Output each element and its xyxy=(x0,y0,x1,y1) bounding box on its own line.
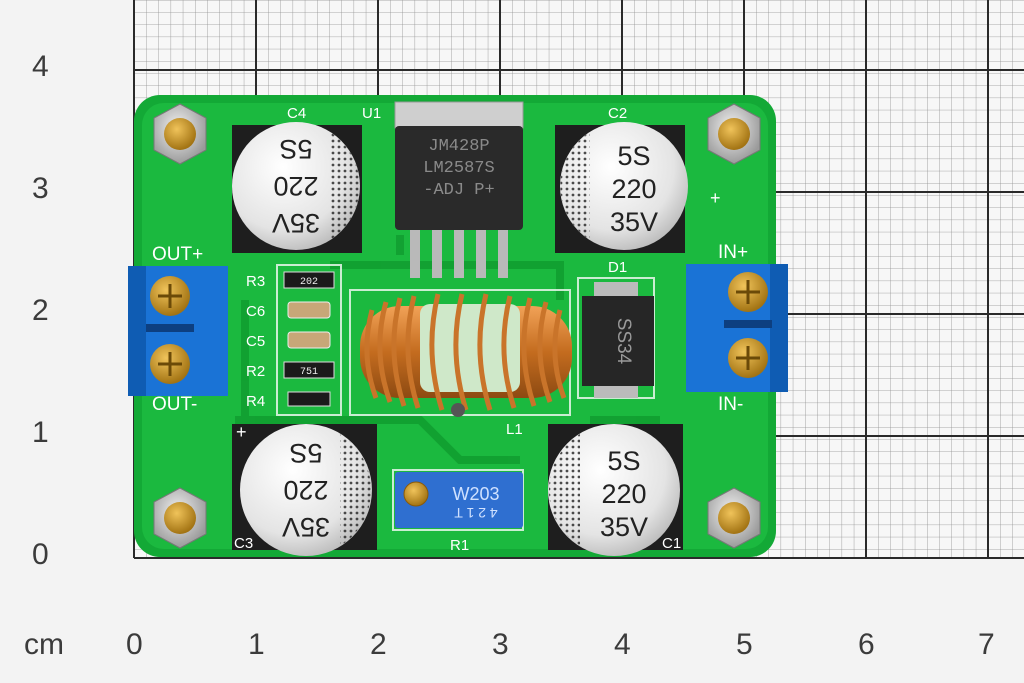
label-c6: C6 xyxy=(246,303,265,320)
c3-marking-1: 220 xyxy=(283,475,328,505)
capacitor-c1: 5S 220 35V xyxy=(548,424,683,556)
label-r2: R2 xyxy=(246,363,265,380)
pot-marking-1: W203 xyxy=(452,484,499,504)
label-c4: C4 xyxy=(287,105,306,122)
label-out-plus: OUT+ xyxy=(152,244,203,265)
mounting-screw-bottom-left xyxy=(153,487,207,549)
smd-components: 202 751 xyxy=(283,271,335,407)
x-tick-5: 5 xyxy=(736,628,753,661)
label-c3: C3 xyxy=(234,535,253,552)
c4-marking-2: 5S xyxy=(279,134,312,164)
x-tick-4: 4 xyxy=(614,628,631,661)
terminal-block-out xyxy=(128,266,228,396)
y-tick-1: 1 xyxy=(32,416,49,449)
c2-marking-2: 35V xyxy=(610,207,658,237)
label-d1: D1 xyxy=(608,259,627,276)
mounting-screw-bottom-right xyxy=(707,487,761,549)
r3-code: 202 xyxy=(300,277,318,288)
capacitor-c2: 5S 220 35V xyxy=(555,122,688,253)
pot-marking-2: 4 2 1 T xyxy=(454,505,498,521)
label-c5: C5 xyxy=(246,333,265,350)
label-r4: R4 xyxy=(246,393,265,410)
diode-d1: SS34 xyxy=(582,282,654,398)
mounting-screw-top-right xyxy=(707,103,761,165)
c1-marking-2: 35V xyxy=(600,512,648,542)
inductor-l1 xyxy=(360,293,572,417)
x-tick-3: 3 xyxy=(492,628,509,661)
c1-marking-0: 5S xyxy=(607,446,640,476)
c3-marking-2: 5S xyxy=(289,438,322,468)
y-tick-3: 3 xyxy=(32,172,49,205)
x-tick-7: 7 xyxy=(978,628,995,661)
c2-marking-0: 5S xyxy=(617,141,650,171)
capacitor-c3: 35V 220 5S xyxy=(232,424,377,556)
regulator-marking-1: JM428P xyxy=(428,137,489,156)
y-tick-2: 2 xyxy=(32,294,49,327)
c4-marking-0: 35V xyxy=(272,208,320,238)
regulator-marking-2: LM2587S xyxy=(423,159,494,178)
label-plus-top: + xyxy=(710,188,721,208)
x-tick-1: 1 xyxy=(248,628,265,661)
potentiometer-r1: W203 4 2 1 T xyxy=(395,472,523,528)
y-tick-4: 4 xyxy=(32,50,49,83)
r2-code: 751 xyxy=(300,367,318,378)
label-in-minus: IN- xyxy=(718,394,743,415)
label-c2: C2 xyxy=(608,105,627,122)
terminal-block-in xyxy=(686,264,788,392)
silkscreen-labels: OUT+ OUT- IN+ IN- + + C4 U1 C2 D1 R3 C6 … xyxy=(152,105,748,554)
c3-marking-0: 35V xyxy=(282,512,330,542)
x-tick-6: 6 xyxy=(858,628,875,661)
capacitor-c4: 35V 220 5S xyxy=(232,122,362,253)
regulator-marking-3: -ADJ P+ xyxy=(423,181,494,200)
label-u1: U1 xyxy=(362,105,381,122)
label-c1: C1 xyxy=(662,535,681,552)
c4-marking-1: 220 xyxy=(273,171,318,201)
mounting-screw-top-left xyxy=(153,103,207,165)
label-in-plus: IN+ xyxy=(718,242,748,263)
diode-marking: SS34 xyxy=(613,318,634,365)
label-r3: R3 xyxy=(246,273,265,290)
label-plus-bottom: + xyxy=(236,422,247,442)
label-out-minus: OUT- xyxy=(152,394,197,415)
regulator-ic: JM428P LM2587S -ADJ P+ xyxy=(394,101,524,278)
unit-label: cm xyxy=(24,628,64,661)
x-tick-0: 0 xyxy=(126,628,143,661)
label-r1: R1 xyxy=(450,537,469,554)
c2-marking-1: 220 xyxy=(611,174,656,204)
c1-marking-1: 220 xyxy=(601,479,646,509)
y-tick-0: 0 xyxy=(32,538,49,571)
x-tick-2: 2 xyxy=(370,628,387,661)
label-l1: L1 xyxy=(506,421,523,438)
